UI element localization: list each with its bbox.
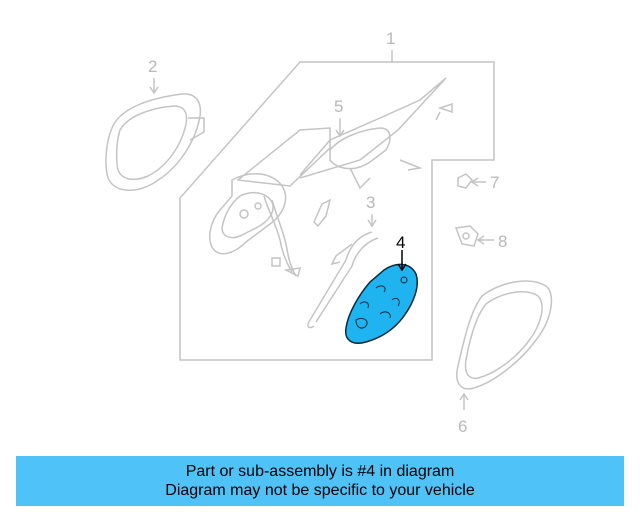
banner-line-1: Part or sub-assembly is #4 in diagram [185,463,455,480]
info-banner: Part or sub-assembly is #4 in diagram Di… [16,456,624,506]
callout-4-label: 4 [396,233,405,252]
callout-7-label: 7 [490,173,499,192]
fastener-screw [435,102,453,121]
parts-diagram: 1 2 5 [105,29,553,436]
callout-6-label: 6 [458,417,467,436]
callout-5-label: 5 [334,97,343,116]
clip-piece [313,198,332,228]
callout-1[interactable]: 1 [386,29,395,62]
part-2-mirror-housing[interactable] [105,78,205,191]
callout-8-label: 8 [498,232,507,251]
part-6-mirror-glass[interactable] [456,280,553,410]
mirror-base-motor [208,173,301,278]
callout-2-label: 2 [148,57,157,76]
part-3-gasket-strip[interactable] [307,214,379,329]
part-7-bolt[interactable] [457,173,486,189]
banner-line-2: Diagram may not be specific to your vehi… [165,482,475,499]
assembly-outline [179,61,495,361]
callout-3-label: 3 [366,193,375,212]
part-4-mirror-cover[interactable] [344,250,418,344]
callout-1-label: 1 [386,29,395,48]
part-5-actuator-frame[interactable] [236,77,447,190]
part-8-clip[interactable] [454,225,494,247]
